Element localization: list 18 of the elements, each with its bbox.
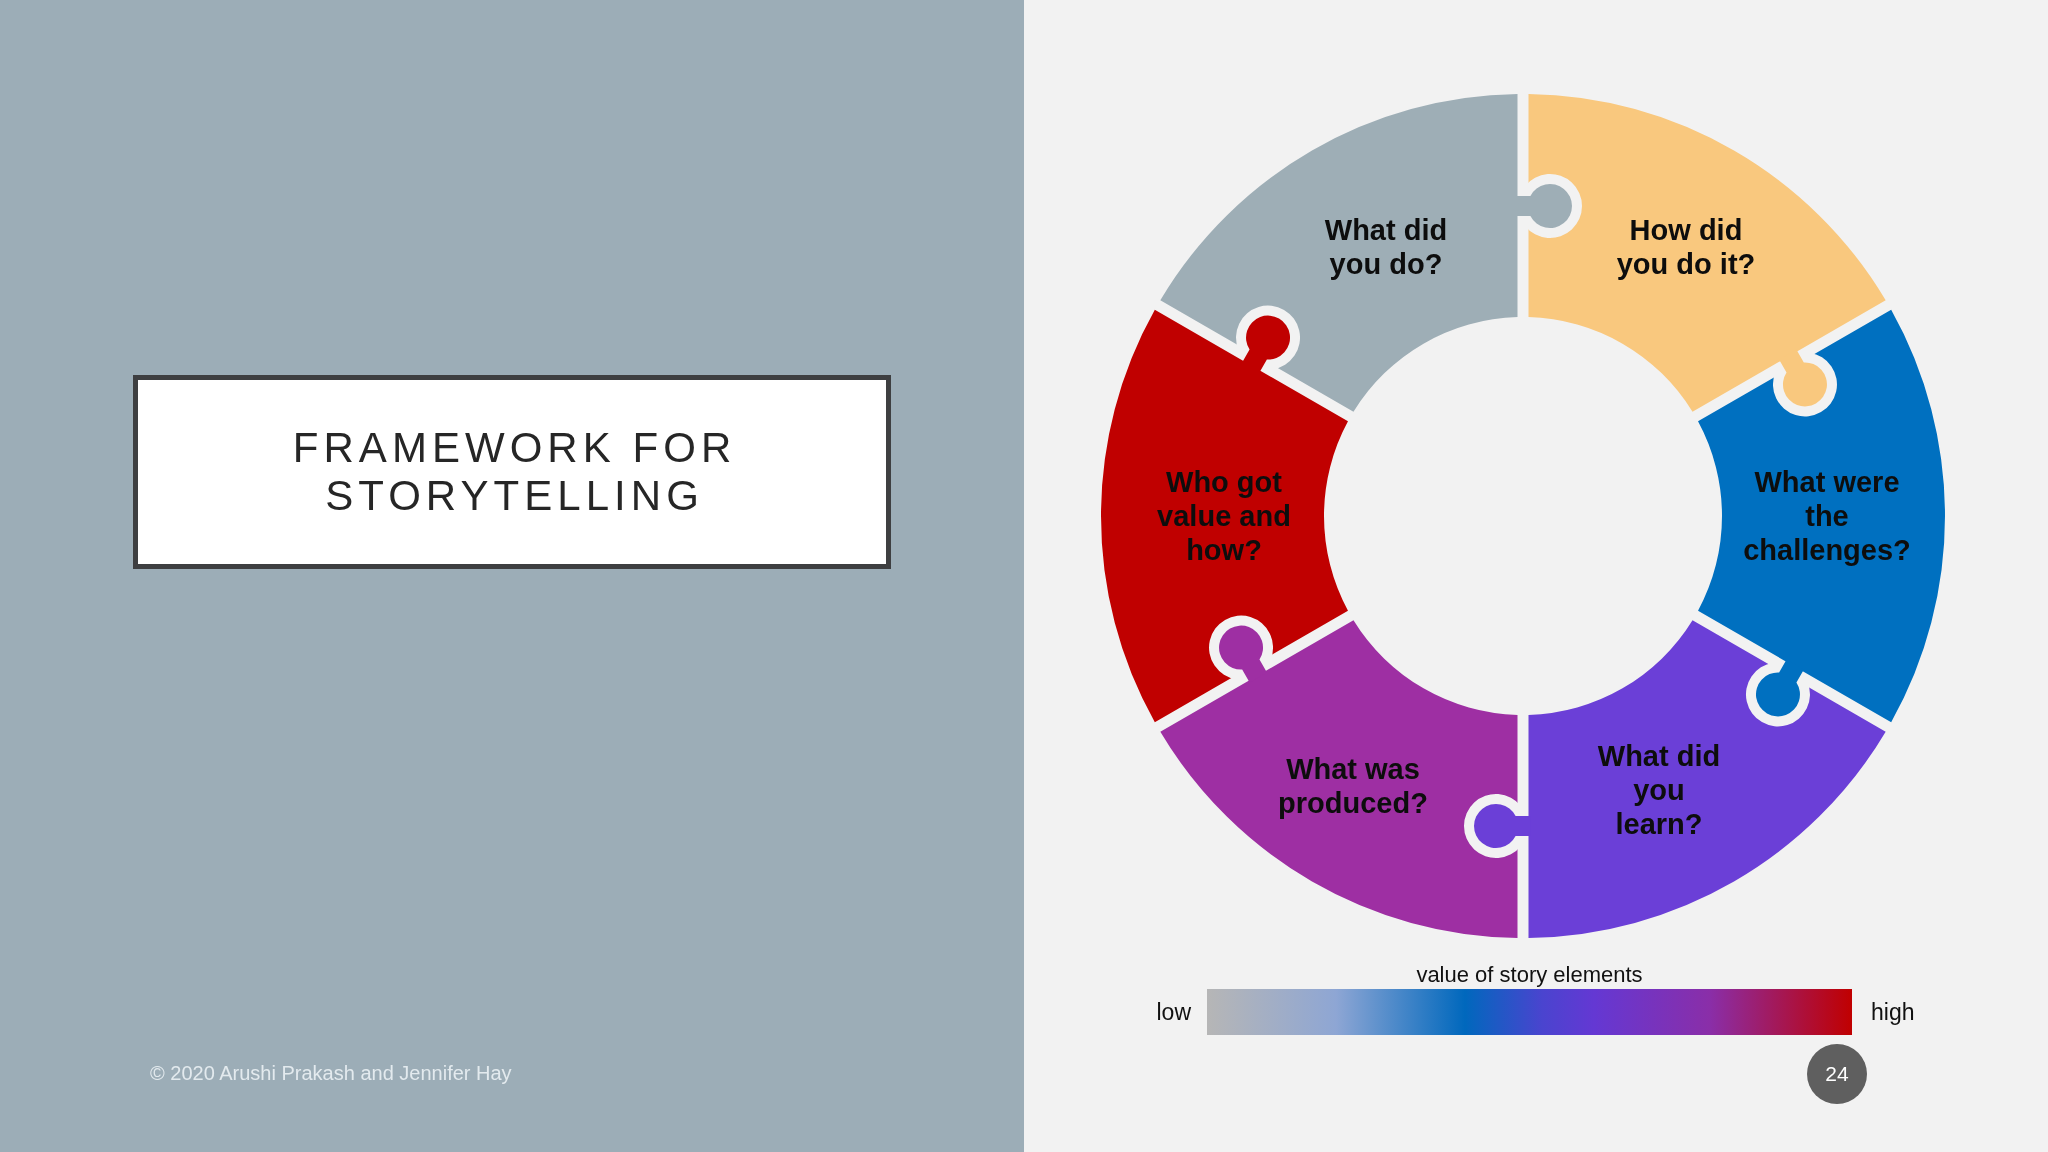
slide-title: FRAMEWORK FOR STORYTELLING (291, 424, 738, 520)
puzzle-piece (1698, 309, 1945, 723)
puzzle-piece (1474, 620, 1886, 938)
question-text: How did you do it? (1616, 213, 1756, 281)
puzzle-piece (1528, 94, 1886, 412)
page-number: 24 (1807, 1044, 1867, 1104)
question-text: What was produced? (1277, 752, 1429, 820)
question-text: Who got value and how? (1156, 465, 1292, 567)
copyright-notice: © 2020 Arushi Prakash and Jennifer Hay (150, 1061, 512, 1085)
question-text: What did you do? (1324, 213, 1448, 281)
scale-end-label: high (1871, 998, 1915, 1026)
question-text: What were the challenges? (1742, 465, 1912, 567)
puzzle-piece (1160, 620, 1518, 938)
scale-end-label: low (1156, 998, 1191, 1026)
puzzle-piece (1160, 94, 1572, 412)
puzzle-piece (1101, 309, 1348, 723)
scale-title: value of story elements (1416, 962, 1643, 987)
question-text: What did you learn? (1597, 739, 1721, 841)
